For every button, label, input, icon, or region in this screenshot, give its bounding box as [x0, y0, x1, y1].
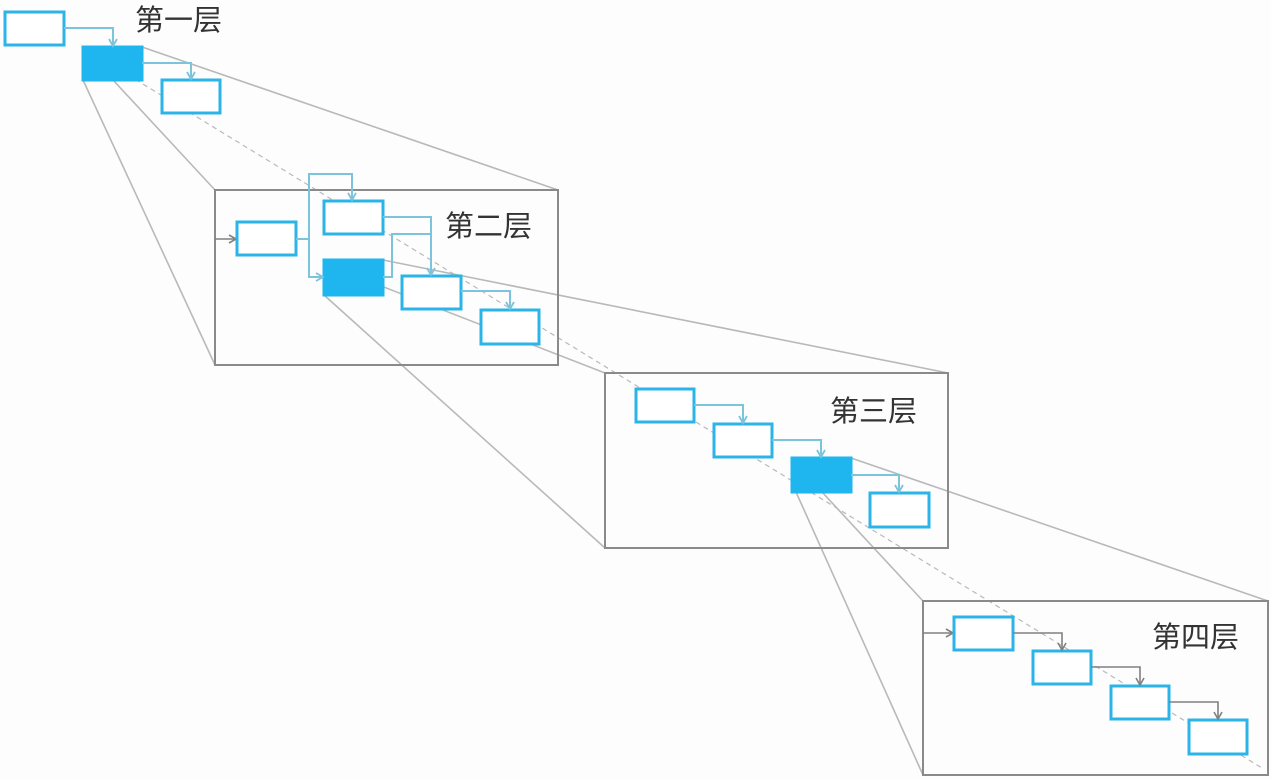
layer-1: 第一层: [3, 3, 222, 115]
arrow-icon: [772, 439, 826, 459]
node: [160, 78, 222, 115]
node: [712, 422, 774, 459]
node: [634, 387, 696, 424]
node: [322, 199, 385, 236]
layer-2: 第二层: [214, 173, 559, 366]
projection-line: [382, 259, 949, 374]
active-node: [81, 45, 144, 82]
layer-4: 第四层: [922, 600, 1269, 776]
layer-3: 第三层: [604, 372, 949, 549]
layer-frame: [604, 372, 949, 549]
layer-label: 第二层: [445, 209, 532, 243]
arrow-icon: [1013, 632, 1067, 652]
arrow-icon: [851, 474, 904, 494]
active-node: [322, 258, 385, 297]
projection-line: [82, 79, 216, 366]
arrow-icon: [383, 216, 436, 277]
arrow-icon: [1091, 666, 1145, 687]
layer-frame: [922, 600, 1269, 776]
layer-label: 第三层: [830, 394, 917, 428]
connector-line: [383, 233, 431, 278]
node: [400, 274, 463, 311]
layer-frame: [214, 189, 559, 366]
layer-label: 第四层: [1152, 620, 1239, 654]
active-node: [790, 456, 853, 494]
arrow-icon: [461, 290, 515, 311]
node: [1187, 718, 1249, 756]
projection-line: [112, 79, 216, 191]
node: [235, 220, 298, 257]
node: [1031, 649, 1093, 686]
projection-line: [795, 491, 924, 776]
projection-line: [141, 46, 559, 191]
projection-line: [821, 491, 924, 602]
arrow-icon: [142, 62, 196, 81]
node: [479, 308, 541, 346]
arrow-icon: [694, 404, 748, 425]
node: [1109, 684, 1171, 721]
layer-label: 第一层: [135, 3, 222, 37]
node: [952, 615, 1015, 652]
arrow-icon: [308, 239, 325, 282]
arrow-icon: [296, 173, 357, 240]
projection-line: [850, 457, 1269, 602]
arrow-icon: [1169, 701, 1223, 721]
node: [868, 491, 931, 529]
projection-line: [323, 294, 606, 549]
node: [3, 10, 66, 47]
arrow-icon: [64, 27, 118, 48]
